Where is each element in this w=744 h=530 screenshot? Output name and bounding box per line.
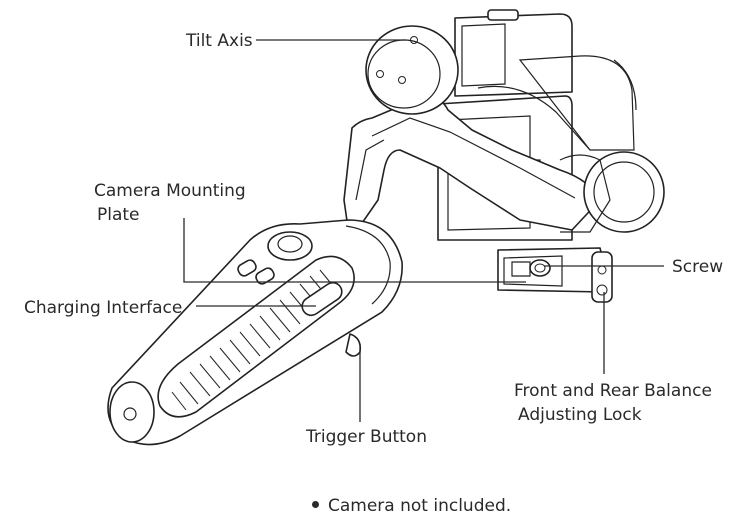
mounting-plate-leader — [183, 218, 526, 283]
label-balance-lock-1: Front and Rear Balance — [514, 381, 712, 401]
label-tilt-axis: Tilt Axis — [185, 31, 253, 51]
gimbal-handle — [107, 219, 403, 446]
tilt-motor — [365, 25, 459, 115]
label-trigger-button: Trigger Button — [305, 427, 427, 447]
label-camera-mounting-plate-1: Camera Mounting — [94, 181, 246, 201]
gimbal-arm — [343, 85, 601, 231]
label-screw: Screw — [672, 257, 723, 277]
leader-lines — [183, 39, 664, 422]
bullet-icon — [312, 500, 319, 508]
camera-note-text: Camera not included. — [328, 496, 512, 516]
labels: Tilt Axis Camera Mounting Plate Charging… — [24, 31, 723, 447]
camera-note: Camera not included. — [312, 496, 511, 516]
label-camera-mounting-plate-2: Plate — [97, 205, 140, 225]
label-balance-lock-2: Adjusting Lock — [518, 405, 642, 425]
label-charging-interface: Charging Interface — [24, 298, 182, 318]
roll-motor — [559, 151, 665, 233]
camera-mounting-plate — [497, 247, 613, 303]
